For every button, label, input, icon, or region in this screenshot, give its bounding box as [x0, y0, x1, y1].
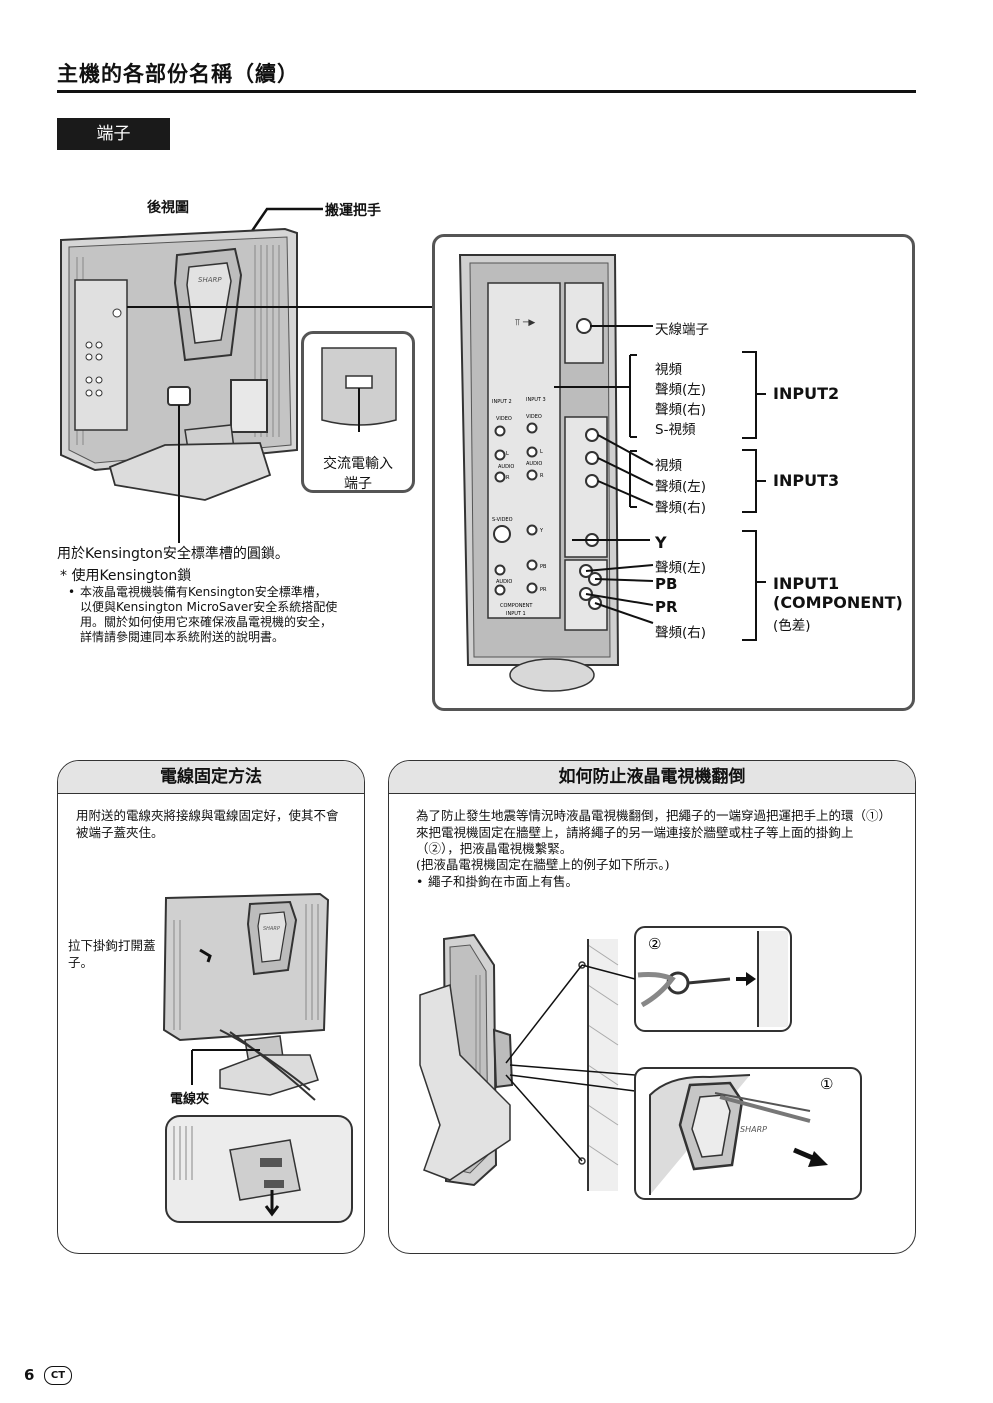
cable-panel: 電線固定方法 — [57, 760, 365, 1254]
kensington-label: 用於Kensington安全標準槽的圓鎖。 — [57, 546, 289, 562]
svg-text:S-VIDEO: S-VIDEO — [492, 517, 513, 523]
svg-text:R: R — [540, 473, 544, 479]
ac-inlet-callout: 交流電輸入 端子 — [301, 331, 415, 493]
svg-text:AUDIO: AUDIO — [496, 579, 512, 585]
svg-text:L: L — [506, 451, 509, 457]
svg-text:INPUT 1: INPUT 1 — [506, 611, 526, 617]
svg-text:VIDEO: VIDEO — [526, 414, 542, 420]
group-brackets — [742, 351, 766, 641]
region-mark: CT — [44, 1366, 72, 1385]
section-tag: 端子 — [57, 118, 170, 150]
input1-item-pr: PR — [655, 598, 678, 616]
prevent-panel-title: 如何防止液晶電視機翻倒 — [389, 761, 915, 794]
input2-item-audio-r: 聲頻(右) — [655, 402, 707, 418]
kensington-sub: * 使用Kensington鎖 — [60, 568, 192, 584]
cable-clamp-label: 電線夾 — [170, 1092, 210, 1107]
input1-item-audio-l: 聲頻(左) — [655, 560, 707, 576]
input1-sub-label: (COMPONENT) — [773, 593, 903, 612]
input3-item-video: 視頻 — [655, 458, 682, 474]
page-number: 6 — [24, 1366, 35, 1384]
terminal-panel-illustration: ⫪ ─▶ INPUT 2 INPUT 3 VIDEO VIDEO AUDIO A… — [458, 254, 654, 692]
svg-text:AUDIO: AUDIO — [526, 461, 542, 467]
svg-text:Y: Y — [539, 528, 544, 534]
input1-item-pb: PB — [655, 575, 678, 593]
svg-text:L: L — [540, 449, 543, 455]
page-title: 主機的各部份名稱（續） — [57, 62, 299, 86]
svg-text:INPUT 3: INPUT 3 — [526, 397, 546, 403]
prevent-illustration: ② ① SHARP — [419, 926, 862, 1200]
prevent-bullet: 繩子和掛鉤在市面上有售。 — [416, 874, 886, 891]
cable-illustration: SHARP — [162, 892, 353, 1223]
input2-item-svideo: S-視頻 — [655, 422, 696, 438]
svg-text:INPUT 2: INPUT 2 — [492, 399, 512, 405]
title-rule — [57, 90, 916, 93]
input2-label: INPUT2 — [773, 384, 840, 403]
input3-item-audio-r: 聲頻(右) — [655, 500, 707, 516]
prevent-notes: 繩子和掛鉤在市面上有售。 — [416, 874, 886, 891]
input1-label: INPUT1 — [773, 574, 840, 593]
input1-item-y: Y — [655, 533, 667, 552]
svg-text:PR: PR — [540, 587, 547, 593]
ac-inlet-illustration — [321, 347, 397, 432]
input1-item-audio-r: 聲頻(右) — [655, 625, 707, 641]
prevent-mark-2: ② — [648, 935, 661, 953]
terminal-zoom-frame — [432, 234, 915, 711]
ac-label-line1: 交流電輸入 — [323, 456, 393, 472]
svg-text:PB: PB — [540, 564, 547, 570]
kensington-notes: 本液晶電視機裝備有Kensington安全標準槽，以便與Kensington M… — [68, 585, 338, 645]
svg-text:COMPONENT: COMPONENT — [500, 603, 533, 609]
svg-text:VIDEO: VIDEO — [496, 416, 512, 422]
svg-text:⫪ ─▶: ⫪ ─▶ — [515, 318, 535, 328]
prevent-example: (把液晶電視機固定在牆壁上的例子如下所示。) — [416, 857, 670, 872]
input3-label: INPUT3 — [773, 471, 840, 490]
kensington-bullet: 本液晶電視機裝備有Kensington安全標準槽，以便與Kensington M… — [68, 585, 338, 645]
antenna-label: 天線端子 — [655, 322, 709, 338]
svg-text:R: R — [506, 475, 510, 481]
ac-label-line2: 端子 — [344, 476, 372, 492]
prevent-brand: SHARP — [740, 1125, 767, 1134]
rear-brand: SHARP — [198, 276, 222, 284]
cable-brand: SHARP — [263, 926, 280, 932]
cable-panel-title: 電線固定方法 — [58, 761, 364, 794]
svg-text:AUDIO: AUDIO — [498, 464, 514, 470]
prevent-mark-1: ① — [820, 1075, 833, 1093]
cable-text: 用附送的電線夾將接線與電線固定好，使其不會被端子蓋夾住。 — [76, 808, 339, 840]
cable-pull-label: 拉下掛鉤打開蓋子。 — [68, 938, 156, 970]
rear-view-label: 後視圖 — [147, 200, 189, 216]
rear-view-illustration: SHARP — [60, 207, 433, 543]
input1-note: (色差) — [773, 618, 811, 634]
input2-item-video: 視頻 — [655, 362, 682, 378]
handle-label: 搬運把手 — [325, 203, 381, 219]
input3-item-audio-l: 聲頻(左) — [655, 479, 707, 495]
prevent-text: 為了防止發生地震等情況時液晶電視機翻倒，把繩子的一端穿過把運把手上的環（①）來把… — [416, 808, 885, 856]
input2-item-audio-l: 聲頻(左) — [655, 382, 707, 398]
prevent-panel: 如何防止液晶電視機翻倒 — [388, 760, 916, 1254]
